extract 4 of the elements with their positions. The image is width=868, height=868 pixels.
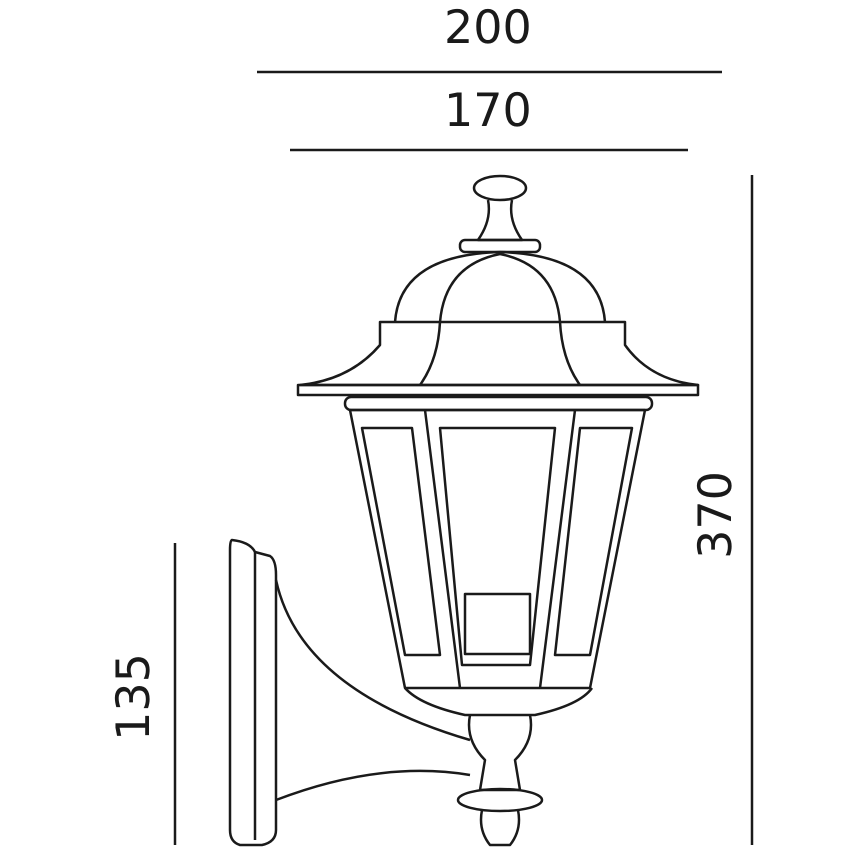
dimension-value: 135 (108, 653, 158, 741)
dimension-value: 200 (444, 2, 532, 52)
dimension-value: 170 (444, 85, 532, 135)
dimension-value: 370 (690, 471, 740, 559)
